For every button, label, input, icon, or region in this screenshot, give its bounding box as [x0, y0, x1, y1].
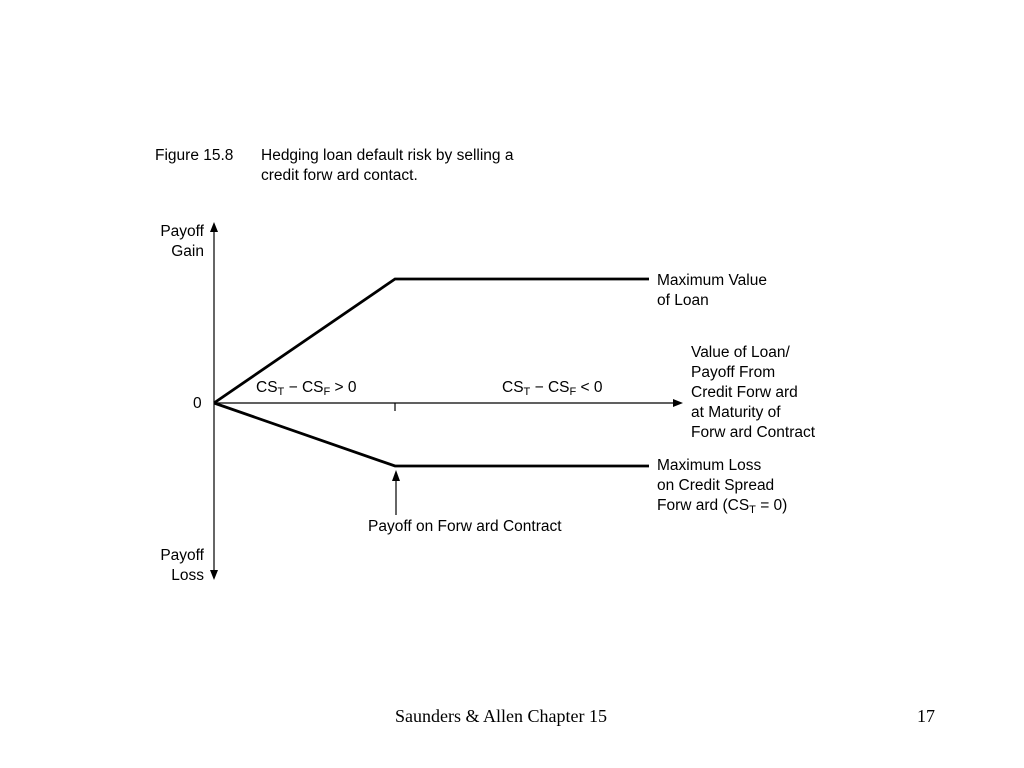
value-of-loan-label: Value of Loan/ Payoff From Credit Forw a…: [691, 343, 818, 443]
page-number: 17: [917, 706, 935, 726]
max-loss-line3-sub: T: [749, 504, 756, 516]
max-value-line1: Maximum Value: [657, 272, 767, 289]
loss-line1: Payoff: [160, 547, 204, 564]
cs-t: CS: [502, 379, 524, 396]
value-loan-line1: Value of Loan/: [691, 344, 790, 361]
vertical-axis-bottom-arrow: [210, 570, 218, 580]
cs-t: CS: [256, 379, 278, 396]
sub-f: F: [323, 386, 331, 398]
loss-line2: Loss: [171, 567, 204, 584]
pointer-arrow-head: [392, 470, 400, 481]
region-right-label: CST − CSF < 0: [502, 378, 603, 398]
max-loss-line1: Maximum Loss: [657, 457, 762, 474]
sub-t: T: [277, 386, 285, 398]
minus-cs: − CS: [284, 379, 324, 396]
figure-title-line2: credit forw ard contact.: [261, 167, 418, 184]
region-left-label: CST − CSF > 0: [256, 378, 357, 398]
max-value-line2: of Loan: [657, 292, 709, 309]
max-loss-line2: on Credit Spread: [657, 477, 775, 494]
payoff-gain-label: Payoff Gain: [152, 222, 204, 262]
gain-line2: Gain: [171, 243, 204, 260]
max-loss-line3-suffix: = 0): [755, 497, 788, 514]
value-loan-line5: Forw ard Contract: [691, 424, 816, 441]
figure-number: Figure 15.8: [155, 147, 234, 164]
gain-line1: Payoff: [160, 223, 204, 240]
value-loan-line2: Payoff From: [691, 364, 776, 381]
payoff-forward-label: Payoff on Forw ard Contract: [368, 518, 562, 535]
sub-t: T: [523, 386, 531, 398]
max-value-label: Maximum Value of Loan: [657, 271, 767, 311]
value-loan-line3: Credit Forw ard: [691, 384, 798, 401]
max-loss-line3-prefix: Forw ard (CS: [657, 497, 750, 514]
relation: > 0: [330, 379, 357, 396]
minus-cs: − CS: [530, 379, 570, 396]
forward-payoff-line: [213, 401, 649, 468]
figure-title-line1: Hedging loan default risk by selling a: [261, 147, 514, 164]
horizontal-axis-arrow: [673, 399, 683, 407]
payoff-loss-label: Payoff Loss: [152, 546, 204, 586]
max-loss-label: Maximum Loss on Credit Spread Forw ard (…: [657, 456, 787, 516]
footer-source: Saunders & Allen Chapter 15: [395, 706, 607, 726]
value-loan-line4: at Maturity of: [691, 404, 781, 421]
sub-f: F: [569, 386, 577, 398]
origin-label: 0: [193, 395, 202, 412]
relation: < 0: [576, 379, 603, 396]
max-value-line: [213, 277, 649, 405]
figure-title: Hedging loan default risk by selling a c…: [261, 146, 513, 186]
vertical-axis-top-arrow: [210, 222, 218, 232]
